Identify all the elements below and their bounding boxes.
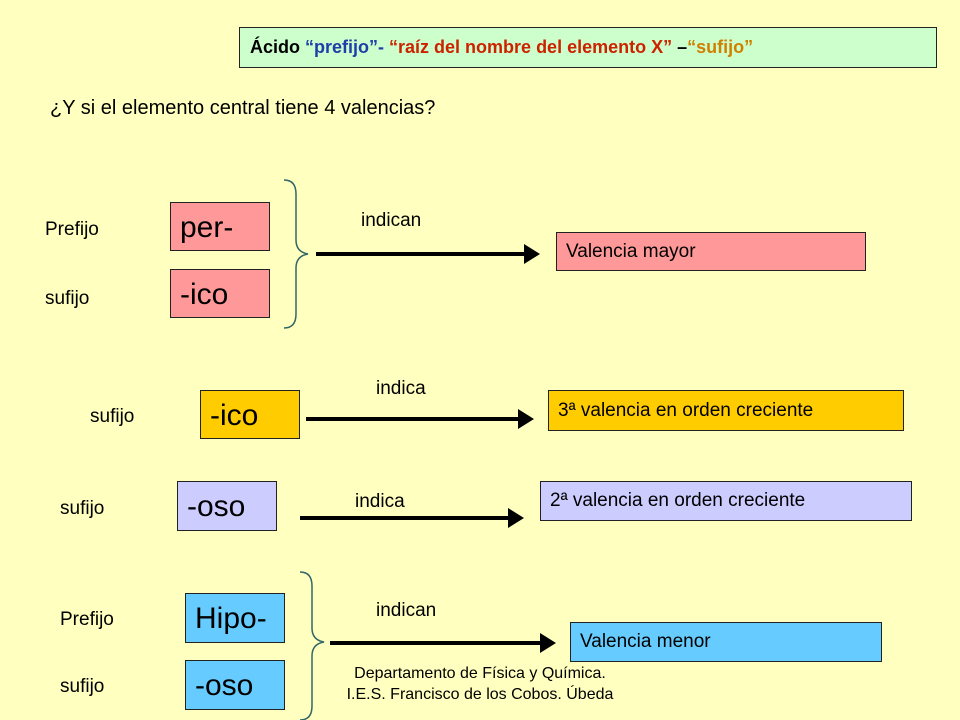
prefix-label-4: Prefijo [60,609,114,630]
brace-group-4 [299,571,325,720]
result-2a-valencia: 2ª valencia en orden creciente [540,481,912,521]
title-dash2: – [672,37,688,57]
result-valencia-mayor: Valencia mayor [556,232,866,271]
title-dash: - [378,37,390,57]
prefix-per-box: per- [170,202,270,251]
verb-indica-2: indica [376,378,426,399]
arrow-head-3 [508,508,524,528]
suffix-oso-box-3: -oso [177,481,277,531]
arrow-head-2 [518,409,534,429]
suffix-label-1: sufijo [45,288,90,309]
title-raiz: “raíz del nombre del elemento X” [389,37,673,57]
verb-indica-3: indica [355,491,405,512]
result-valencia-menor: Valencia menor [570,622,882,662]
brace-group-1 [283,179,309,329]
verb-indican-4: indican [376,600,437,621]
title-sufijo: “sufijo” [687,37,754,57]
title-prefijo: “prefijo” [305,37,379,57]
verb-indican-1: indican [361,210,422,231]
prefix-hipo-box: Hipo- [185,593,285,643]
title-acido: Ácido [250,37,306,57]
suffix-ico-box-1: -ico [170,269,270,318]
prefix-label-1: Prefijo [45,219,99,240]
suffix-oso-box-4: -oso [185,660,285,710]
result-3a-valencia: 3ª valencia en orden creciente [548,390,904,431]
suffix-label-2: sufijo [90,406,135,427]
question-text: ¿Y si el elemento central tiene 4 valenc… [50,97,436,119]
title-box: Ácido “prefijo”- “raíz del nombre del el… [239,27,937,68]
suffix-ico-box-2: -ico [200,390,300,439]
suffix-label-4: sufijo [60,676,105,697]
arrow-head-1 [524,244,540,264]
arrow-head-4 [540,633,556,653]
footer-credit: Departamento de Física y Química. I.E.S.… [346,665,614,703]
suffix-label-3: sufijo [60,498,105,519]
